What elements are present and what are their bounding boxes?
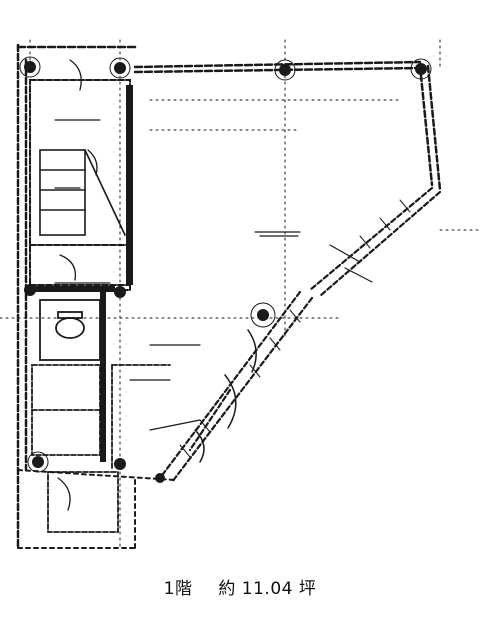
wall-hatching <box>179 199 411 458</box>
street-edge <box>17 469 176 549</box>
column <box>415 63 427 75</box>
column <box>32 456 44 468</box>
annotation-marks <box>54 119 373 431</box>
partition-wall <box>126 85 133 285</box>
door-swings <box>57 59 98 511</box>
structural-columns <box>24 61 427 483</box>
service-block <box>29 79 131 291</box>
top-wall <box>16 45 422 74</box>
toilet-room <box>39 299 101 361</box>
column <box>279 64 291 76</box>
floor-label: 1階 <box>163 579 193 599</box>
left-wall <box>16 43 28 550</box>
column <box>114 62 126 74</box>
column <box>114 286 126 298</box>
lower-rooms <box>31 364 171 533</box>
diagonal-storefront-wall <box>158 186 442 484</box>
column-rings <box>19 56 432 473</box>
column <box>114 458 126 470</box>
stair-block <box>39 149 126 236</box>
partition-wall-bottom <box>35 286 115 292</box>
column <box>24 284 36 296</box>
grid-reference-lines <box>0 39 480 551</box>
floor-area-caption: 1階 約 11.04 坪 <box>0 574 480 599</box>
column <box>155 473 165 483</box>
column <box>24 61 36 73</box>
wc-side-wall <box>100 292 106 462</box>
right-wall <box>418 64 442 192</box>
column <box>257 309 269 321</box>
floor-plan-drawing <box>0 39 480 551</box>
area-label: 約 11.04 坪 <box>218 579 317 599</box>
